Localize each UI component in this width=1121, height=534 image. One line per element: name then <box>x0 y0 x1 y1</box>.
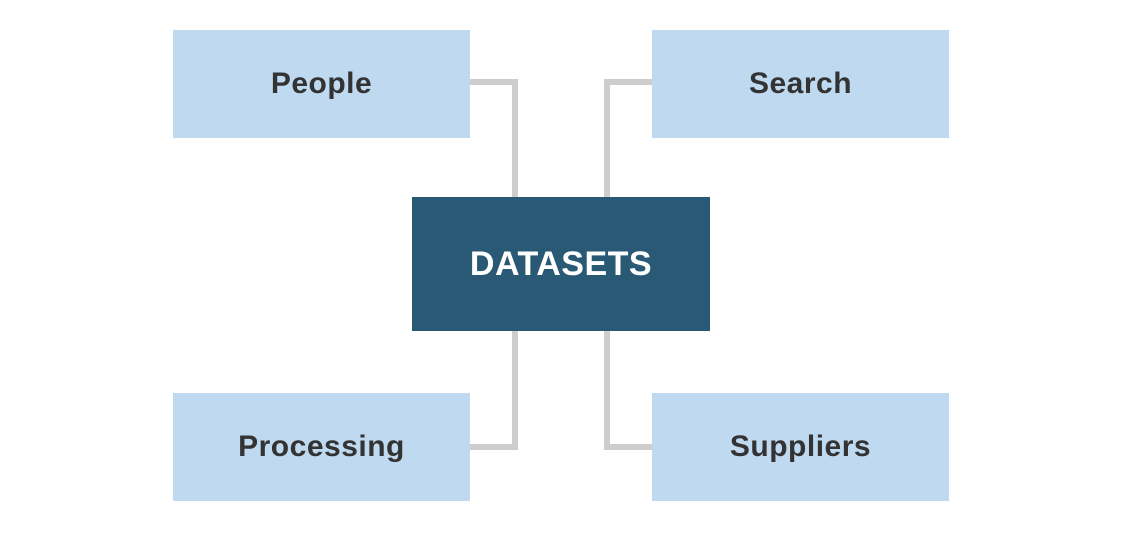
node-people-label: People <box>270 67 373 100</box>
node-search: Search <box>652 30 949 138</box>
connector-people <box>470 79 518 197</box>
connector-processing <box>470 331 518 450</box>
connector-suppliers <box>604 331 652 450</box>
center-node-datasets: DATASETS <box>412 197 710 331</box>
node-people: People <box>173 30 470 138</box>
node-suppliers: Suppliers <box>652 393 949 501</box>
node-processing: Processing <box>173 393 470 501</box>
center-node-label: DATASETS <box>469 244 653 283</box>
node-search-label: Search <box>748 67 853 100</box>
node-processing-label: Processing <box>238 430 405 463</box>
node-suppliers-label: Suppliers <box>729 430 872 463</box>
connector-search <box>604 79 652 197</box>
